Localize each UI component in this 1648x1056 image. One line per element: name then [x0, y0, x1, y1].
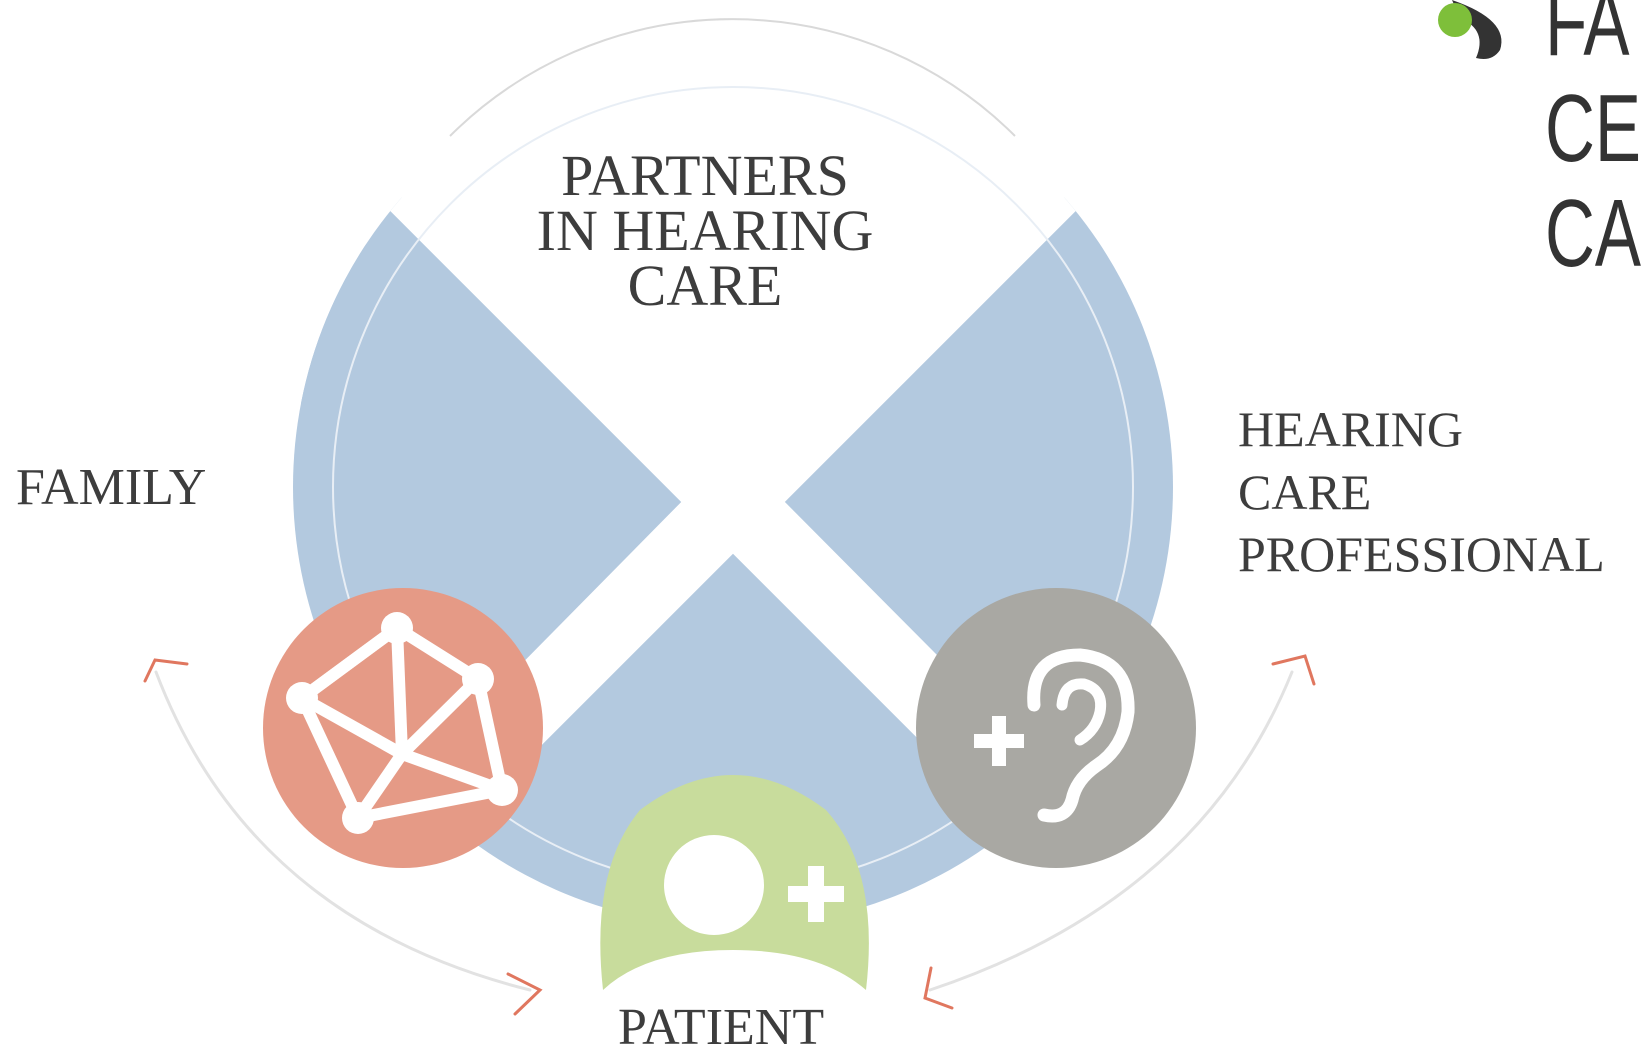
brand-line-1: FA	[1545, 0, 1630, 76]
patient-label: PATIENT	[618, 999, 825, 1056]
family-node	[263, 588, 543, 868]
brand-wordmark: FA CE CA	[1545, 0, 1641, 287]
network-icon	[296, 622, 508, 824]
ear-plus-icon	[974, 648, 1135, 823]
hcp-node	[916, 588, 1196, 868]
brand-wordmark-crop: FA CE CA	[1540, 0, 1648, 290]
diagram-title: PARTNERS IN HEARING CARE	[510, 143, 900, 319]
arrow-family-patient	[143, 658, 543, 1016]
hcp-line-3: PROFESSIONAL	[1238, 526, 1605, 582]
family-label: FAMILY	[16, 459, 207, 516]
title-line-1: PARTNERS	[561, 143, 849, 208]
title-line-3: CARE	[627, 253, 783, 319]
brand-logo-mark	[1438, 0, 1502, 59]
title-line-2: IN HEARING	[536, 198, 874, 264]
person-plus-icon	[664, 835, 844, 935]
patient-node	[600, 775, 869, 990]
outer-arc-top	[449, 18, 1016, 137]
brand-line-2: CE	[1545, 74, 1642, 182]
arrow-hcp-patient	[923, 654, 1316, 1010]
hcp-line-2: CARE	[1238, 463, 1372, 520]
hearing-care-professional-label: HEARING CARE PROFESSIONAL	[1238, 398, 1605, 586]
brand-line-3: CA	[1545, 180, 1642, 288]
hcp-line-1: HEARING	[1238, 401, 1463, 457]
